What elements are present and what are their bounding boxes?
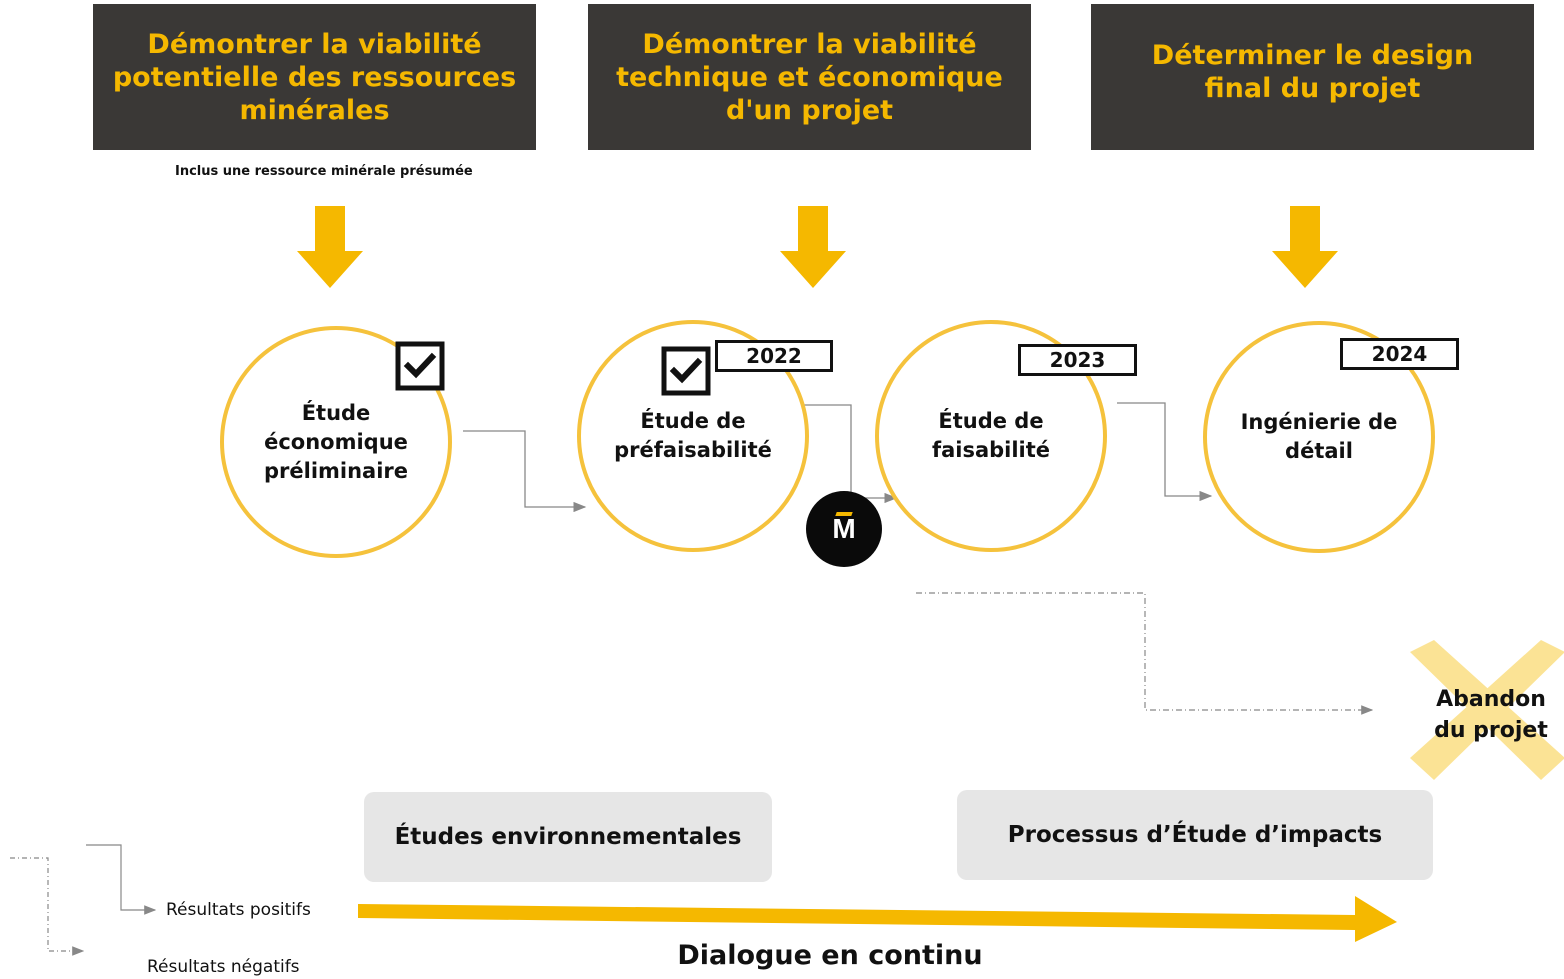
abandon-line: Abandon (1436, 687, 1546, 712)
company-logo-badge: M (806, 491, 882, 567)
impact-study-label: Processus d’Étude d’impacts (1007, 822, 1383, 848)
header-goal-3: Déterminer le design final du projet (1091, 4, 1534, 150)
year-label: 2024 (1340, 338, 1459, 370)
environmental-studies-box: Études environnementales (364, 792, 772, 882)
logo-letter: M (832, 513, 856, 544)
stage-label: faisabilité (931, 438, 1051, 462)
positive-connector (463, 430, 587, 513)
stage-label: préfaisabilité (614, 438, 772, 462)
positive-connector (804, 404, 898, 504)
negative-connector (916, 592, 1374, 715)
stage-label: détail (1285, 439, 1353, 463)
header-line: technique et économique (616, 61, 1003, 93)
stage-label: Ingénierie de (1240, 410, 1398, 434)
stage-label: Étude de (640, 409, 746, 433)
year-label: 2022 (715, 340, 833, 372)
positive-connector (1117, 402, 1213, 502)
stage-label: préliminaire (263, 458, 409, 483)
impact-study-box: Processus d’Étude d’impacts (957, 790, 1433, 880)
stage-label: économique (264, 429, 408, 454)
legend-negative-label: Résultats négatifs (147, 957, 300, 977)
environmental-studies-label: Études environnementales (394, 824, 742, 850)
resource-note: Inclus une ressource minérale présumée (175, 164, 473, 179)
stage-label: Étude (301, 400, 371, 425)
header-line: minérales (239, 94, 390, 126)
abandon-line: du projet (1434, 718, 1548, 743)
dialogue-label: Dialogue en continu (677, 940, 983, 971)
down-arrow-icon (1272, 206, 1338, 288)
legend-negative-line (10, 857, 85, 956)
checkbox-checked-icon (395, 341, 445, 391)
legend-positive-label: Résultats positifs (166, 900, 311, 920)
header-goal-2: Démontrer la viabilité technique et écon… (588, 4, 1031, 150)
header-line: potentielle des ressources (112, 61, 517, 93)
year-label: 2023 (1018, 344, 1137, 376)
abandon-label: Abandon du projet (1418, 684, 1564, 746)
down-arrow-icon (780, 206, 846, 288)
header-line: Déterminer le design (1151, 40, 1474, 71)
header-line: Démontrer la viabilité (642, 28, 977, 60)
header-line: Démontrer la viabilité (147, 28, 482, 60)
dialogue-arrow (358, 896, 1397, 942)
legend-positive-line (86, 844, 157, 915)
header-line: final du projet (1204, 73, 1421, 104)
down-arrow-icon (297, 206, 363, 288)
header-goal-1: Démontrer la viabilité potentielle des r… (93, 4, 536, 150)
stage-label: Étude de (938, 409, 1044, 433)
checkbox-checked-icon (661, 346, 711, 396)
abandon-x-icon (1410, 640, 1564, 780)
header-line: d'un projet (725, 94, 894, 126)
